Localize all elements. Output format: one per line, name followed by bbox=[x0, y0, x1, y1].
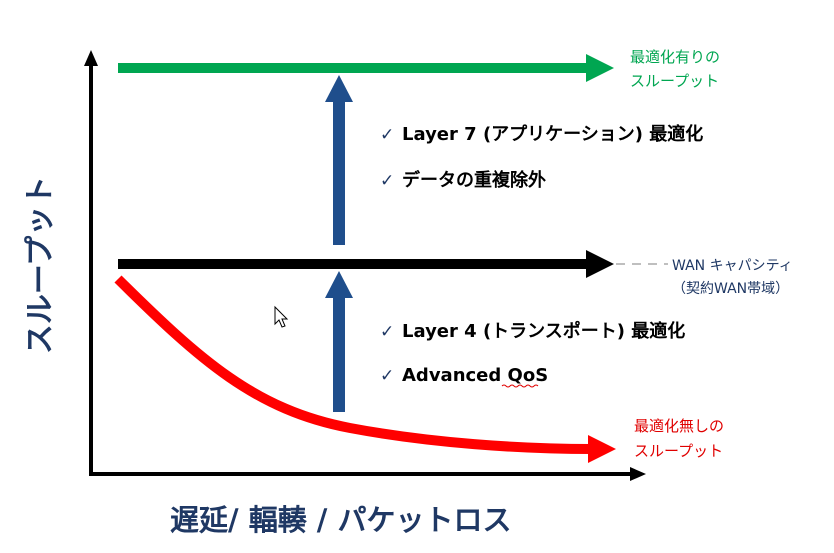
upper-bullet-1: Layer 7 (アプリケーション) 最適化 bbox=[402, 123, 703, 145]
checkmark-icon: ✓ bbox=[380, 366, 394, 386]
y-axis-arrowhead bbox=[84, 50, 98, 66]
upper-bullet-2: データの重複除外 bbox=[402, 169, 546, 191]
lower-bullet-2: Advanced QoS bbox=[402, 365, 548, 386]
lower-improvement-arrow-shaft bbox=[333, 297, 345, 412]
unoptimized-throughput-arrowhead bbox=[588, 435, 616, 463]
checkmark-icon: ✓ bbox=[380, 171, 394, 191]
optimized-throughput-arrowhead bbox=[586, 54, 614, 82]
spellcheck-underline bbox=[501, 384, 539, 388]
optimized-label-line2: スループット bbox=[630, 72, 719, 90]
checkmark-icon: ✓ bbox=[380, 125, 394, 145]
wan-capacity-arrowhead bbox=[586, 250, 614, 278]
x-axis-title: 遅延/ 輻輳 / パケットロス bbox=[170, 503, 511, 537]
unoptimized-label-line1: 最適化無しの bbox=[634, 417, 724, 435]
upper-improvement-arrow-shaft bbox=[333, 100, 345, 245]
unoptimized-throughput-curve bbox=[114, 275, 593, 454]
lower-bullet-1: Layer 4 (トランスポート) 最適化 bbox=[402, 320, 685, 342]
y-axis-title: スループット bbox=[23, 176, 58, 354]
unoptimized-label-line2: スループット bbox=[634, 442, 723, 460]
upper-improvement-arrowhead bbox=[325, 75, 353, 102]
checkmark-icon: ✓ bbox=[380, 322, 394, 342]
x-axis-arrowhead bbox=[630, 467, 646, 481]
mouse-pointer-icon bbox=[274, 305, 289, 328]
lower-improvement-arrowhead bbox=[325, 271, 353, 298]
wan-label-line2: （契約WAN帯域） bbox=[672, 281, 789, 297]
optimized-label-line1: 最適化有りの bbox=[630, 48, 720, 66]
wan-label-line1: WAN キャパシティ bbox=[672, 258, 793, 274]
